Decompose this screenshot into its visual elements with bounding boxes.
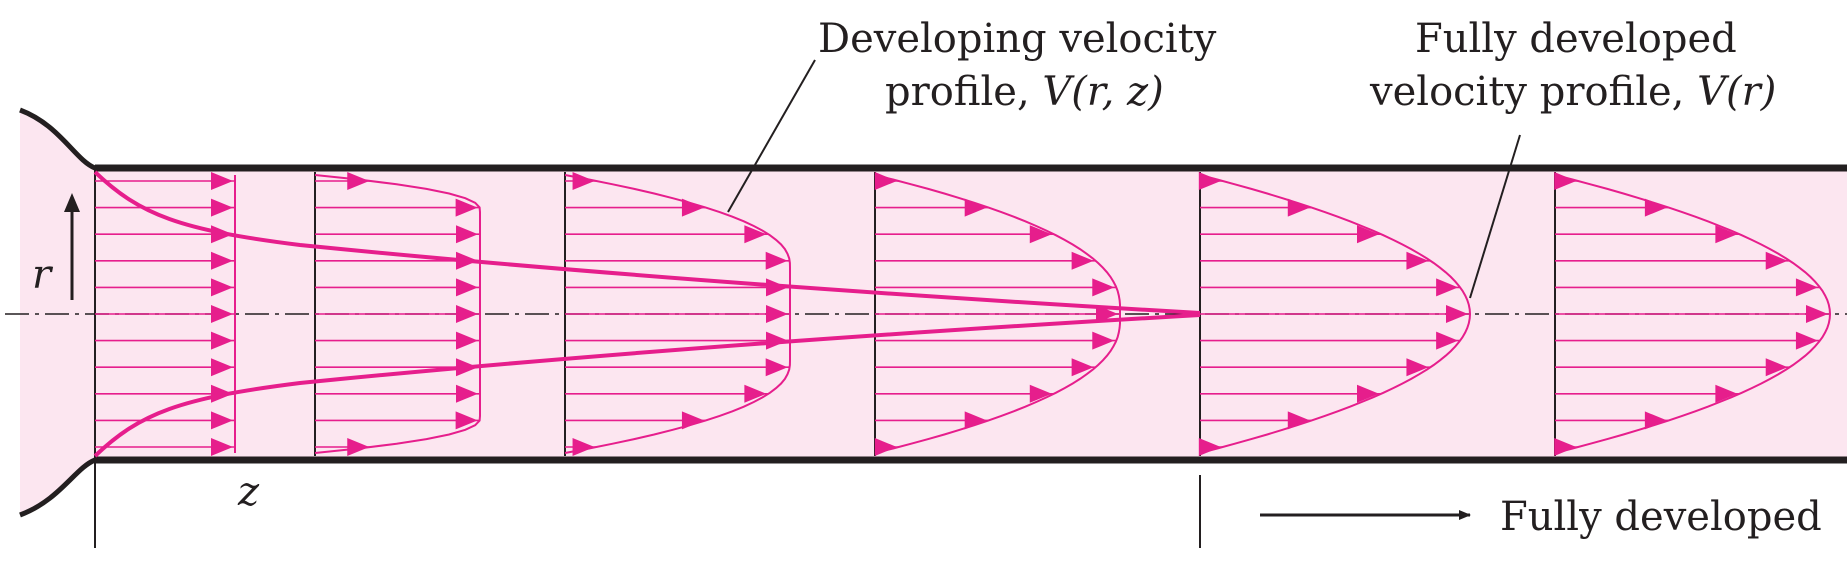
velocity-arrowhead	[681, 411, 704, 430]
velocity-arrowhead	[455, 198, 478, 217]
velocity-arrowhead	[744, 225, 767, 244]
developing-profile-symbol: V(r, z)	[1042, 69, 1163, 115]
velocity-arrowhead	[1554, 172, 1577, 190]
velocity-arrowhead	[1765, 358, 1788, 377]
velocity-arrowhead	[874, 438, 897, 456]
velocity-arrowhead	[1092, 278, 1115, 297]
velocity-arrowhead	[1092, 331, 1115, 350]
velocity-arrowhead	[211, 305, 233, 323]
velocity-arrowhead	[964, 411, 987, 430]
velocity-arrowhead	[456, 305, 478, 323]
velocity-arrowhead	[1644, 411, 1667, 430]
velocity-arrowhead	[744, 384, 767, 403]
velocity-arrowhead	[1096, 305, 1118, 323]
velocity-arrowhead	[1029, 384, 1052, 403]
velocity-arrowhead	[1071, 251, 1094, 270]
velocity-profiles	[94, 172, 1832, 456]
flow-direction-label: Fully developed	[1500, 494, 1822, 540]
velocity-arrowhead	[572, 172, 595, 190]
velocity-arrowhead	[1806, 305, 1828, 323]
velocity-arrowhead	[211, 411, 233, 430]
velocity-arrowhead	[1436, 331, 1459, 350]
velocity-arrowhead	[1715, 225, 1738, 244]
velocity-arrowhead	[572, 438, 595, 456]
inlet-fluid-region	[20, 110, 95, 515]
developing-profile-leader	[727, 59, 816, 213]
velocity-arrowhead	[211, 331, 233, 350]
r-axis-arrowhead	[64, 193, 80, 212]
profile-6	[1554, 172, 1832, 456]
velocity-arrowhead	[766, 305, 788, 323]
developing-profile-label-line2: profile, V(r, z)	[885, 69, 1164, 115]
velocity-arrowhead	[1287, 411, 1310, 430]
velocity-arrowhead	[1795, 331, 1818, 350]
velocity-arrowhead	[1029, 225, 1052, 244]
profile-3	[564, 172, 791, 456]
velocity-arrowhead	[1644, 198, 1667, 217]
velocity-arrowhead	[456, 331, 478, 350]
boundary-layer-bottom	[93, 313, 1201, 458]
velocity-arrowhead	[211, 198, 233, 217]
velocity-arrowhead	[1765, 251, 1788, 270]
fully-developed-profile-leader	[1469, 134, 1521, 299]
inlet-top-curve	[19, 107, 97, 171]
velocity-arrowhead	[211, 172, 233, 190]
velocity-arrowhead	[455, 411, 478, 430]
velocity-arrowhead	[1795, 278, 1818, 297]
profile-5	[1198, 172, 1472, 456]
developing-profile-label-line1: Developing velocity	[818, 16, 1217, 62]
velocity-arrowhead	[1198, 438, 1221, 456]
inlet-bottom-curve	[19, 457, 97, 518]
profile-4	[874, 172, 1121, 456]
velocity-arrowhead	[347, 172, 370, 190]
z-axis-label: z	[237, 469, 260, 515]
fully-developed-symbol: V(r)	[1697, 69, 1776, 115]
velocity-arrowhead	[1198, 172, 1221, 190]
velocity-arrowhead	[456, 278, 478, 297]
boundary-layer-top	[93, 170, 1201, 315]
velocity-arrowhead	[1446, 305, 1468, 323]
velocity-arrowhead	[1357, 225, 1380, 244]
velocity-arrowhead	[964, 198, 987, 217]
r-axis-label: r	[32, 252, 54, 298]
velocity-arrowhead	[874, 172, 897, 190]
velocity-arrowhead	[1357, 384, 1380, 403]
fully-developed-prefix: velocity profile,	[1369, 69, 1697, 115]
velocity-arrowhead	[211, 438, 233, 456]
fully-developed-label-line1: Fully developed	[1415, 16, 1737, 62]
velocity-arrowhead	[765, 358, 788, 377]
velocity-arrowhead	[1406, 358, 1429, 377]
velocity-arrowhead	[681, 198, 704, 217]
velocity-arrowhead	[1436, 278, 1459, 297]
velocity-arrowhead	[1071, 358, 1094, 377]
velocity-arrowhead	[1715, 384, 1738, 403]
velocity-arrowhead	[211, 251, 233, 270]
velocity-arrowhead	[456, 384, 478, 403]
velocity-arrowhead	[765, 251, 788, 270]
velocity-arrowhead	[347, 438, 370, 456]
developing-profile-prefix: profile,	[885, 69, 1042, 115]
velocity-arrowhead	[1287, 198, 1310, 217]
fully-developed-label-line2: velocity profile, V(r)	[1369, 69, 1776, 115]
velocity-arrowhead	[1406, 251, 1429, 270]
velocity-arrowhead	[211, 278, 233, 297]
velocity-arrowhead	[456, 225, 478, 244]
velocity-arrowhead	[1554, 438, 1577, 456]
velocity-arrowhead	[211, 358, 233, 377]
